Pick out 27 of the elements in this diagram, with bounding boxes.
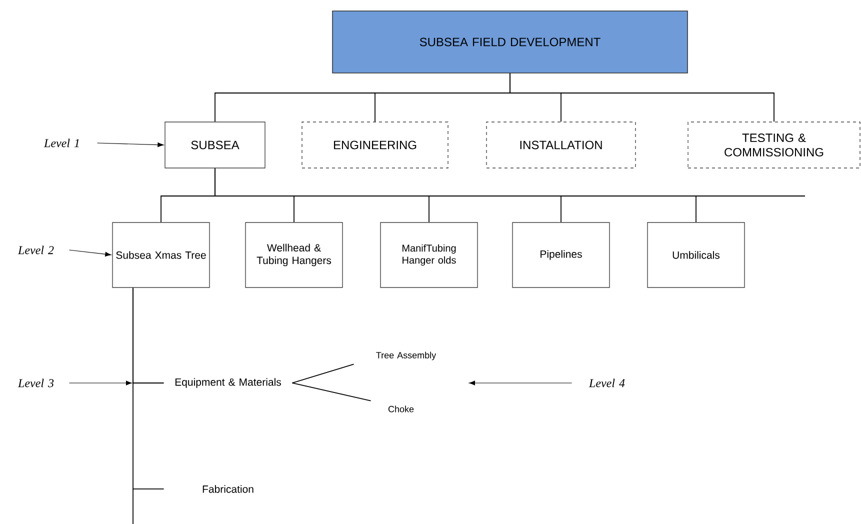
arrow [68, 380, 132, 386]
connector-line [510, 72, 774, 122]
dashed-box: ENGINEERING [302, 122, 448, 168]
item-label: Fabrication [202, 485, 254, 493]
level-label: Level 4 [588, 378, 625, 388]
dashed-box: TESTING & COMMISSIONING [688, 122, 860, 168]
level-label: Level 2 [18, 246, 54, 254]
item-label: Choke [388, 406, 414, 412]
connector-line [292, 382, 372, 402]
level-label: Level 1 [44, 138, 79, 148]
connector-line [214, 168, 696, 223]
process-box: ManifTubing Hanger olds [380, 222, 478, 288]
arrow [68, 250, 112, 256]
connector-line [132, 287, 164, 490]
process-box: Subsea Xmas Tree [112, 222, 210, 288]
dashed-box: INSTALLATION [486, 122, 636, 168]
process-box: SUBSEA [164, 122, 266, 168]
item-label: Tree Assembly [376, 352, 436, 360]
title-box: SUBSEA FIELD DEVELOPMENT [332, 10, 688, 74]
process-box: Umbilicals [647, 222, 745, 288]
process-box: Pipelines [512, 222, 610, 288]
arrow [469, 380, 572, 386]
level-label: Level 3 [18, 378, 54, 388]
connector-line [292, 364, 354, 384]
process-box: Wellhead & Tubing Hangers [245, 222, 343, 288]
item-label: Equipment & Materials [175, 378, 281, 388]
arrow [96, 142, 164, 148]
